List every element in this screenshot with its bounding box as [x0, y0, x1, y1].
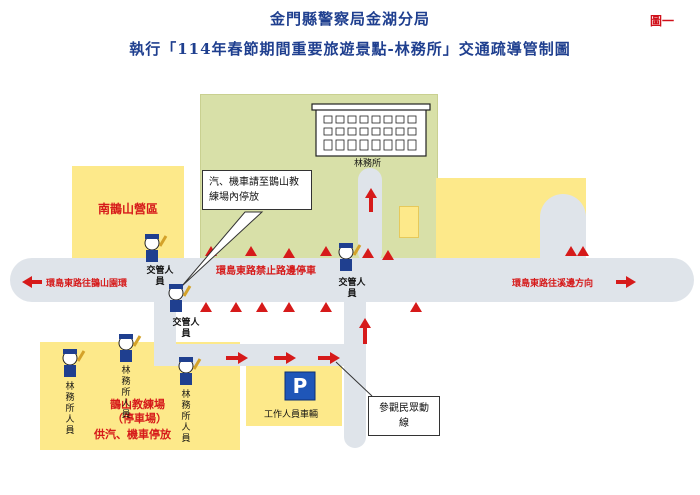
- figure-label: 圖一: [650, 14, 675, 28]
- visitor-road-south: [344, 300, 366, 448]
- officer-figures: [62, 234, 362, 385]
- training-field-label-1: 鵲山教練場: [110, 398, 165, 411]
- parking-callout-pointer: [181, 211, 264, 287]
- traffic-officer-west-icon: [144, 234, 168, 262]
- training-field-label-2: （停車場）: [112, 412, 167, 425]
- road-east-label: 環島東路往溪邊方向: [512, 279, 594, 289]
- connector-road-top: [358, 168, 382, 264]
- forestry-officer-1-label: 林務所人員: [65, 382, 75, 436]
- nanhe-camp-label: 南鵲山營區: [98, 202, 159, 216]
- parking-symbol: P: [292, 374, 308, 398]
- visitor-callout-pointer: [335, 361, 373, 397]
- forestry-officer-2-icon: [118, 334, 142, 362]
- arrow-north-icon: [365, 188, 377, 212]
- arrow-east-access-1-icon: [226, 352, 248, 364]
- access-road-south: [176, 344, 366, 366]
- arrow-east-access-2-icon: [274, 352, 296, 364]
- visitor-flow-callout: 參觀民眾動線: [368, 396, 440, 436]
- forestry-office-label: 林務所: [354, 159, 382, 169]
- road-west-label: 環島東路往鵲山園環: [46, 279, 128, 289]
- traffic-officer-east-label: 交管人員: [338, 278, 366, 299]
- forestry-officer-3-icon: [178, 357, 202, 385]
- road-center-label: 環島東路禁止路邊停車: [216, 266, 316, 277]
- training-field-label-3: 供汽、機車停放: [94, 428, 171, 441]
- title-agency: 金門縣警察局金湖分局: [269, 10, 430, 28]
- direction-arrows: [22, 188, 636, 364]
- staff-parking-label: 工作人員車輛: [264, 410, 319, 420]
- no-parking-markers: [200, 246, 589, 312]
- forestry-officer-2-label: 林務所人員: [121, 366, 131, 420]
- traffic-officer-center-label: 交管人員: [172, 318, 200, 339]
- nanhe-camp-zone: [72, 166, 184, 258]
- connector-road-south: [154, 296, 176, 366]
- forestry-office-building: [311, 103, 431, 157]
- arrow-east-icon: [616, 276, 636, 288]
- forestry-officer-1-icon: [62, 349, 86, 377]
- traffic-officer-east-icon: [338, 243, 362, 271]
- forestry-officer-3-label: 林務所人員: [181, 390, 191, 444]
- traffic-officer-center-icon: [168, 284, 192, 312]
- arrow-east-access-3-icon: [318, 352, 340, 364]
- arrow-west-icon: [22, 276, 42, 288]
- arrow-north-visitor-icon: [359, 318, 371, 344]
- traffic-officer-west-label: 交管人員: [146, 266, 174, 287]
- title-plan: 執行「114年春節期間重要旅遊景點-林務所」交通疏導管制圖: [129, 40, 571, 58]
- parking-instruction-callout: 汽、機車請至鵲山教練場內停放: [202, 170, 312, 210]
- east-curve-road: [540, 194, 586, 264]
- small-building: [399, 206, 419, 238]
- parking-sign-icon: [284, 371, 316, 401]
